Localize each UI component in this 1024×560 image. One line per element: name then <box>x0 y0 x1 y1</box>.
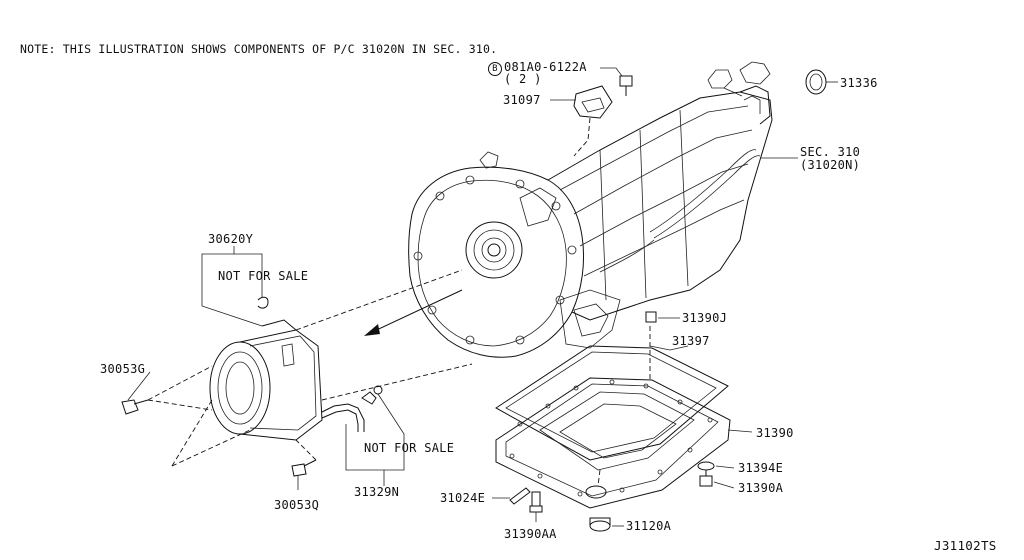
direction-arrow <box>364 289 463 336</box>
label-sec-310-code[interactable]: (31020N) <box>800 158 861 172</box>
upper-parts <box>573 69 827 157</box>
diagram-code: J31102TS <box>934 538 997 553</box>
label-31390[interactable]: 31390 <box>756 426 794 440</box>
label-31390a[interactable]: 31390A <box>738 481 784 495</box>
label-sec-310[interactable]: SEC. 310 <box>800 145 861 159</box>
bolt-symbol: B <box>488 62 502 76</box>
label-31329n[interactable]: 31329N <box>354 485 400 499</box>
label-31390aa[interactable]: 31390AA <box>504 527 557 541</box>
label-31336[interactable]: 31336 <box>840 76 878 90</box>
illustration-note: NOTE: THIS ILLUSTRATION SHOWS COMPONENTS… <box>20 42 498 56</box>
label-30053g[interactable]: 30053G <box>100 362 146 376</box>
label-31390j[interactable]: 31390J <box>682 311 728 325</box>
label-31120a[interactable]: 31120A <box>626 519 672 533</box>
label-31024e[interactable]: 31024E <box>440 491 486 505</box>
release-cylinder-assembly <box>121 269 473 477</box>
label-bolt-quantity: ( 2 ) <box>504 72 542 86</box>
label-31397[interactable]: 31397 <box>672 334 710 348</box>
label-not-for-sale-top: NOT FOR SALE <box>218 269 309 283</box>
label-30620y[interactable]: 30620Y <box>208 232 254 246</box>
label-bolt-081a0-text: 081A0-6122A <box>504 60 587 74</box>
leader-lines <box>127 67 838 527</box>
label-30053q[interactable]: 30053Q <box>274 498 320 512</box>
label-not-for-sale-bottom: NOT FOR SALE <box>364 441 455 455</box>
transmission-assembly <box>408 61 773 358</box>
oil-pan-assembly <box>495 311 731 532</box>
label-31097[interactable]: 31097 <box>503 93 541 107</box>
label-31394e[interactable]: 31394E <box>738 461 784 475</box>
